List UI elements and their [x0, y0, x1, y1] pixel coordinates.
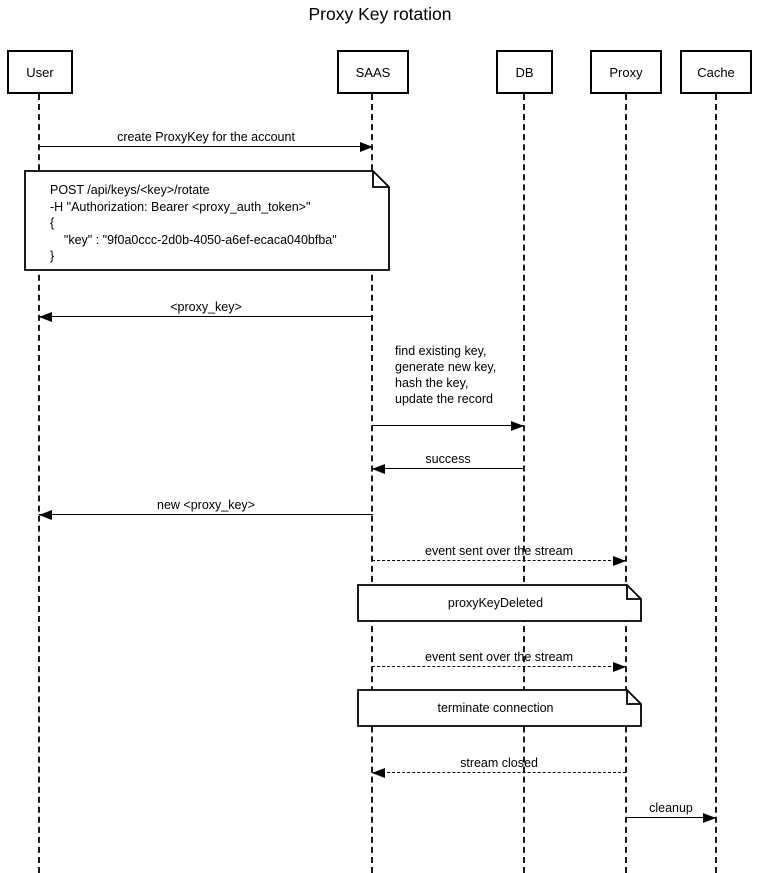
participant-box-cache: Cache: [680, 50, 752, 94]
arrowhead-left-icon: [39, 510, 52, 520]
lifeline-cache: [715, 94, 717, 873]
participant-box-saas: SAAS: [337, 50, 409, 94]
message-line: [372, 560, 626, 561]
message-cleanup: cleanup: [626, 799, 716, 823]
arrowhead-right-icon: [360, 142, 373, 152]
message-new-proxy-key: new <proxy_key>: [39, 496, 373, 520]
message-line: [39, 316, 373, 317]
message-label: success: [425, 452, 471, 466]
message-label: event sent over the stream: [425, 650, 573, 664]
message-stream-closed: stream closed: [372, 754, 626, 778]
message-line: [39, 514, 373, 515]
lifeline-user: [38, 94, 40, 873]
message-line: [39, 146, 373, 147]
note-shape: [24, 170, 390, 271]
note-shape: [357, 584, 642, 622]
message-label: event sent over the stream: [425, 544, 573, 558]
message-update-record: [372, 407, 524, 431]
message-label: new <proxy_key>: [157, 498, 255, 512]
lifeline-saas: [371, 94, 373, 873]
participant-label: SAAS: [355, 64, 391, 80]
note-request-details: POST /api/keys/<key>/rotate -H "Authoriz…: [24, 170, 390, 271]
participant-label: Cache: [697, 64, 735, 80]
message-line: [372, 666, 626, 667]
message-line: [626, 817, 716, 818]
arrowhead-right-icon: [613, 556, 626, 566]
message-label: create ProxyKey for the account: [117, 130, 295, 144]
message-event-stream-2: event sent over the stream: [372, 648, 626, 672]
message-event-stream-1: event sent over the stream: [372, 542, 626, 566]
participant-box-user: User: [7, 50, 73, 94]
message-create-proxykey: create ProxyKey for the account: [39, 128, 373, 152]
message-success: success: [372, 450, 524, 474]
diagram-title: Proxy Key rotation: [308, 4, 452, 24]
note-fold-icon: [626, 690, 641, 705]
arrowhead-right-icon: [511, 421, 524, 431]
message-line: [372, 468, 524, 469]
arrowhead-left-icon: [39, 312, 52, 322]
participant-label: Proxy: [609, 64, 643, 80]
note-fold-icon: [626, 585, 641, 600]
note-proxykey-deleted: proxyKeyDeleted: [357, 584, 642, 622]
message-label-db-operations: find existing key, generate new key, has…: [395, 344, 497, 406]
lifeline-proxy: [625, 94, 627, 873]
arrowhead-right-icon: [703, 813, 716, 823]
message-label: <proxy_key>: [170, 300, 242, 314]
note-shape: [357, 689, 642, 727]
participant-box-proxy: Proxy: [590, 50, 662, 94]
participant-box-db: DB: [496, 50, 553, 94]
participant-label: DB: [515, 64, 534, 80]
message-proxy-key-return: <proxy_key>: [39, 298, 373, 322]
participant-label: User: [26, 64, 54, 80]
message-line: [372, 772, 626, 773]
note-text: proxyKeyDeleted: [447, 596, 544, 610]
message-label: cleanup: [649, 801, 693, 815]
note-text: POST /api/keys/<key>/rotate -H "Authoriz…: [50, 183, 337, 263]
lifeline-db: [523, 94, 525, 873]
note-terminate-connection: terminate connection: [357, 689, 642, 727]
note-fold-icon: [372, 171, 389, 188]
arrowhead-left-icon: [372, 768, 385, 778]
message-label: stream closed: [460, 756, 538, 770]
arrowhead-left-icon: [372, 464, 385, 474]
arrowhead-right-icon: [613, 662, 626, 672]
note-text: terminate connection: [437, 701, 554, 715]
message-line: [372, 425, 524, 426]
